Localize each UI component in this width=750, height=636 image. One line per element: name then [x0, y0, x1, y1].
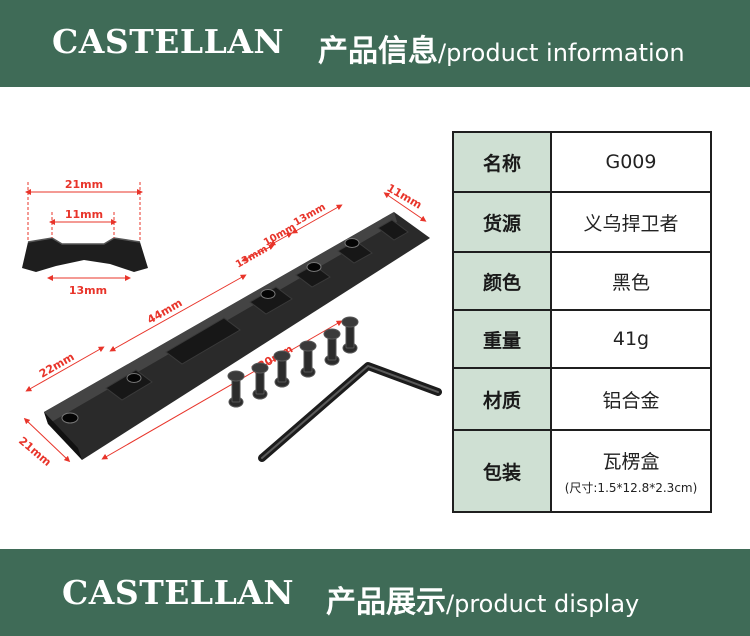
spec-label: 材质	[452, 367, 552, 431]
spec-value: 瓦楞盒	[602, 450, 660, 473]
spec-label: 重量	[452, 309, 552, 369]
spec-label: 货源	[452, 191, 552, 253]
header-title-cn: 产品信息	[318, 34, 438, 69]
spec-row: 重量 41g	[452, 309, 712, 369]
spec-value: G009	[550, 131, 712, 193]
spec-value-cell: 瓦楞盒 (尺寸:1.5*12.8*2.3cm)	[550, 429, 712, 513]
brand-logo: CASTELLAN	[62, 573, 295, 612]
spec-label: 包装	[452, 429, 552, 513]
screw-icons	[227, 316, 359, 408]
dim-label-13mm-right: 13mm	[292, 202, 328, 229]
dim-label-13mm: 13mm	[69, 284, 107, 297]
header-banner: CASTELLAN 产品信息 /product information	[0, 0, 750, 87]
rail-cross-section	[22, 237, 148, 272]
header-title: 产品信息 /product information	[318, 26, 685, 70]
spec-label: 名称	[452, 131, 552, 193]
spec-value: 铝合金	[550, 367, 712, 431]
spec-value: 义乌捍卫者	[550, 191, 712, 253]
dim-label-11mm: 11mm	[65, 208, 103, 221]
spec-row: 材质 铝合金	[452, 367, 712, 431]
hex-key-icon	[258, 362, 442, 462]
footer-banner: CASTELLAN 产品展示 /product display	[0, 549, 750, 636]
footer-title: 产品展示 /product display	[326, 577, 639, 621]
header-title-en: /product information	[438, 39, 685, 67]
dim-label-21mm-width: 21mm	[16, 434, 54, 469]
dim-label-44mm: 44mm	[145, 296, 185, 326]
spec-label: 颜色	[452, 251, 552, 311]
dim-label-13mm-left: 13mm	[234, 244, 270, 271]
spec-row: 颜色 黑色	[452, 251, 712, 311]
dim-label-21mm: 21mm	[65, 178, 103, 191]
spec-value: 41g	[550, 309, 712, 369]
dim-label-10mm: 10mm	[262, 222, 298, 249]
packaging-size-note: (尺寸:1.5*12.8*2.3cm)	[564, 480, 698, 495]
spec-row: 包装 瓦楞盒 (尺寸:1.5*12.8*2.3cm)	[452, 429, 712, 513]
spec-table: 名称 G009 货源 义乌捍卫者 颜色 黑色 重量 41g 材质 铝合金 包装 …	[452, 131, 712, 513]
product-image: 21mm 11mm 13mm 10mm 13mm	[16, 178, 442, 469]
spec-row: 货源 义乌捍卫者	[452, 191, 712, 253]
spec-row: 名称 G009	[452, 131, 712, 193]
footer-title-en: /product display	[446, 590, 640, 618]
brand-logo: CASTELLAN	[52, 22, 285, 61]
spec-value: 黑色	[550, 251, 712, 311]
footer-title-cn: 产品展示	[326, 585, 446, 620]
